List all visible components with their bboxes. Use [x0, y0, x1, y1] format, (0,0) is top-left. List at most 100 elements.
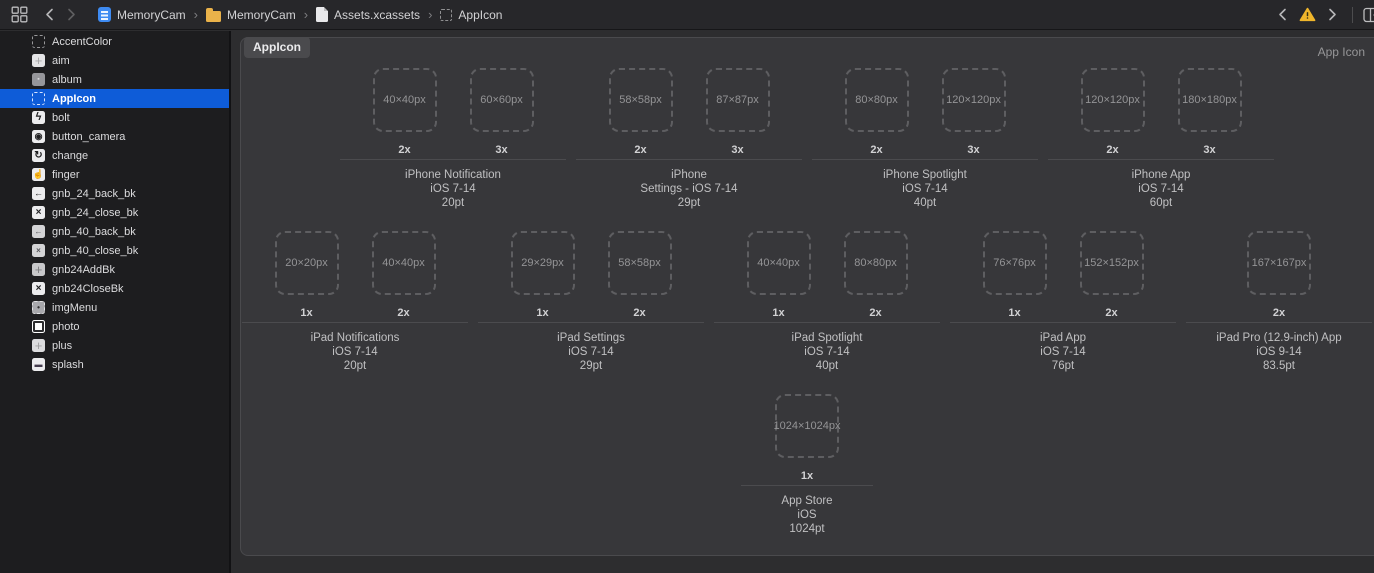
icon-slot[interactable]: 180×180px: [1177, 68, 1242, 132]
breadcrumb-item[interactable]: Assets.xcassets: [316, 7, 420, 22]
sidebar-item-aim[interactable]: +aim: [0, 51, 229, 70]
sidebar-item-gnb_24_back_bk[interactable]: ←gnb_24_back_bk: [0, 184, 229, 203]
breadcrumb-label: MemoryCam: [227, 7, 296, 22]
sidebar-item-gnb_40_back_bk[interactable]: ←gnb_40_back_bk: [0, 222, 229, 241]
breadcrumb-item[interactable]: MemoryCam: [98, 7, 186, 22]
sidebar-item-gnb24CloseBk[interactable]: ×gnb24CloseBk: [0, 279, 229, 298]
sidebar-item-label: album: [52, 73, 82, 86]
icon-slot[interactable]: 29×29px: [510, 231, 575, 295]
icon-slot[interactable]: 58×58px: [607, 231, 672, 295]
slot-scale-label: 2x: [869, 307, 882, 319]
sidebar-item-photo[interactable]: photo: [0, 317, 229, 336]
add-editor-icon[interactable]: [1362, 4, 1374, 26]
sidebar-item-gnb_40_close_bk[interactable]: ×gnb_40_close_bk: [0, 241, 229, 260]
group-label: iPad Notifications iOS 7-14 20pt: [310, 332, 400, 372]
group-label: iPhone App iOS 7-14 60pt: [1131, 169, 1191, 209]
group-divider: [478, 322, 704, 323]
icon-slot[interactable]: 120×120px: [1080, 68, 1145, 132]
slot-scale-label: 1x: [800, 470, 814, 482]
icon-slot[interactable]: 40×40px: [372, 68, 437, 132]
sidebar-item-splash[interactable]: ▬ splash: [0, 355, 229, 374]
icon-slot[interactable]: 20×20px: [274, 231, 339, 295]
icon-slot[interactable]: 60×60px: [469, 68, 534, 132]
thumb-hand-icon: ☝: [32, 168, 45, 181]
sidebar-item-change[interactable]: ↻change: [0, 146, 229, 165]
sidebar-item-album[interactable]: ▪ album: [0, 70, 229, 89]
icon-slot[interactable]: 120×120px: [941, 68, 1006, 132]
slot-cell: 29×29px 1x: [510, 231, 575, 320]
icon-slot[interactable]: 76×76px: [982, 231, 1047, 295]
issue-navigator-controls: [1271, 4, 1374, 26]
warning-icon[interactable]: [1297, 5, 1317, 25]
slot-cell: 120×120px 3x: [941, 68, 1006, 157]
icon-slot[interactable]: 58×58px: [608, 68, 673, 132]
breadcrumb-item[interactable]: MemoryCam: [206, 7, 296, 22]
icon-slot[interactable]: 1024×1024px: [774, 394, 841, 458]
breadcrumb-separator-icon: ›: [303, 7, 309, 22]
back-icon[interactable]: [38, 4, 60, 26]
sidebar-item-label: gnb24AddBk: [52, 263, 115, 276]
breadcrumb-label: MemoryCam: [117, 7, 186, 22]
icon-slot[interactable]: 40×40px: [746, 231, 811, 295]
thumb-arrow-left-sm-icon: ←: [32, 225, 45, 238]
slot-scale-label: 3x: [967, 144, 980, 156]
breadcrumb-item[interactable]: AppIcon: [440, 8, 502, 22]
sidebar-item-gnb_24_close_bk[interactable]: ×gnb_24_close_bk: [0, 203, 229, 222]
sidebar-item-gnb24AddBk[interactable]: +gnb24AddBk: [0, 260, 229, 279]
icon-slot[interactable]: 167×167px: [1247, 231, 1311, 295]
sidebar-item-label: gnb_40_close_bk: [52, 244, 139, 257]
slot-scale-label: 3x: [1203, 144, 1216, 156]
sidebar-item-label: AccentColor: [52, 35, 112, 48]
icon-slot[interactable]: 152×152px: [1079, 231, 1144, 295]
breadcrumb-label: Assets.xcassets: [334, 7, 421, 22]
thumb-splash-icon: ▬: [32, 358, 45, 371]
slot-scale-label: 2x: [1272, 307, 1286, 319]
sidebar-item-imgMenu[interactable]: •imgMenu: [0, 298, 229, 317]
slot-scale-label: 2x: [634, 144, 647, 156]
icon-slot[interactable]: 80×80px: [844, 68, 909, 132]
file-icon: [316, 7, 329, 22]
thumb-album-icon: ▪: [32, 73, 45, 86]
slot-cell: 1024×1024px 1x: [774, 394, 841, 483]
icon-slot[interactable]: 40×40px: [371, 231, 436, 295]
icon-slot[interactable]: 80×80px: [843, 231, 908, 295]
sidebar-item-label: splash: [52, 358, 84, 371]
asset-set-tab[interactable]: AppIcon: [244, 37, 310, 58]
sidebar-item-plus[interactable]: +plus: [0, 336, 229, 355]
group-divider: [340, 159, 566, 160]
sidebar-item-button_camera[interactable]: ◉button_camera: [0, 127, 229, 146]
sidebar-item-label: bolt: [52, 111, 70, 124]
sidebar-item-AppIcon[interactable]: AppIcon: [0, 89, 229, 108]
thumb-plus-light-icon: +: [32, 339, 45, 352]
next-issue-icon[interactable]: [1321, 4, 1343, 26]
forward-icon[interactable]: [60, 4, 82, 26]
icon-slot[interactable]: 87×87px: [705, 68, 770, 132]
asset-type-label: App Icon: [1317, 45, 1365, 59]
project-icon: [98, 7, 111, 22]
slot-cells: 167×167px 2x: [1247, 231, 1311, 320]
slot-scale-label: 1x: [536, 307, 549, 319]
previous-issue-icon[interactable]: [1271, 4, 1293, 26]
slot-cell: 58×58px 2x: [608, 68, 673, 157]
sidebar-item-finger[interactable]: ☝finger: [0, 165, 229, 184]
grid-view-icon[interactable]: [8, 4, 30, 26]
sidebar-item-AccentColor[interactable]: AccentColor: [0, 32, 229, 51]
